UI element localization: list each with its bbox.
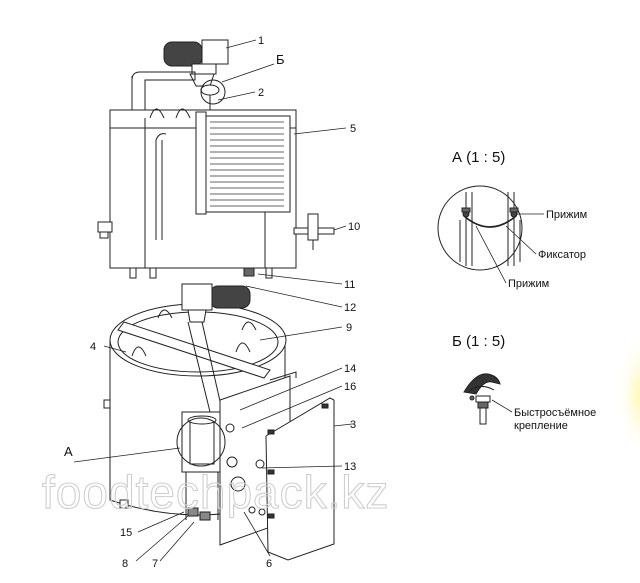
detail-a-label-clamp-lower: Прижим bbox=[508, 278, 549, 290]
detail-b-label-line2: крепление bbox=[514, 420, 568, 432]
callout-15: 15 bbox=[120, 527, 132, 539]
letter-a: А bbox=[64, 444, 73, 459]
motor-top bbox=[163, 39, 229, 112]
detail-b-label-line1: Быстросъёмное bbox=[514, 407, 596, 419]
watermark-text: foodtechpack.kz bbox=[42, 466, 389, 518]
callout-11: 11 bbox=[344, 279, 355, 291]
callout-10: 10 bbox=[348, 221, 360, 233]
detail-a-marker bbox=[176, 417, 226, 467]
callout-2: 2 bbox=[258, 87, 264, 99]
callout-5: 5 bbox=[350, 123, 356, 135]
detail-b-marker bbox=[200, 79, 226, 105]
detail-a: А (1 : 5) Прижим Фиксатор Прижим bbox=[437, 149, 587, 290]
edge-glow bbox=[600, 340, 640, 450]
detail-b-title: Б (1 : 5) bbox=[452, 333, 505, 350]
callout-1: 1 bbox=[258, 35, 264, 47]
lower-unit bbox=[103, 283, 335, 561]
callouts: 1 2 3 4 5 6 7 8 9 10 11 12 13 14 15 16 А… bbox=[64, 35, 360, 570]
detail-b: Б (1 : 5) Быстросъёмное крепление bbox=[452, 333, 596, 432]
detail-a-label-lock: Фиксатор bbox=[538, 249, 586, 261]
callout-8: 8 bbox=[122, 558, 128, 570]
letter-b: Б bbox=[276, 52, 285, 67]
leader-lines bbox=[73, 39, 353, 562]
callout-14: 14 bbox=[344, 363, 356, 375]
callout-7: 7 bbox=[152, 558, 158, 570]
callout-6: 6 bbox=[266, 558, 272, 570]
callout-16: 16 bbox=[344, 381, 356, 393]
callout-9: 9 bbox=[346, 322, 352, 334]
detail-a-title: А (1 : 5) bbox=[452, 149, 505, 166]
upper-unit bbox=[97, 39, 335, 279]
callout-3: 3 bbox=[350, 419, 356, 431]
detail-a-label-clamp-upper: Прижим bbox=[546, 209, 587, 221]
callout-4: 4 bbox=[90, 341, 96, 353]
callout-13: 13 bbox=[344, 461, 356, 473]
callout-12: 12 bbox=[344, 302, 356, 314]
